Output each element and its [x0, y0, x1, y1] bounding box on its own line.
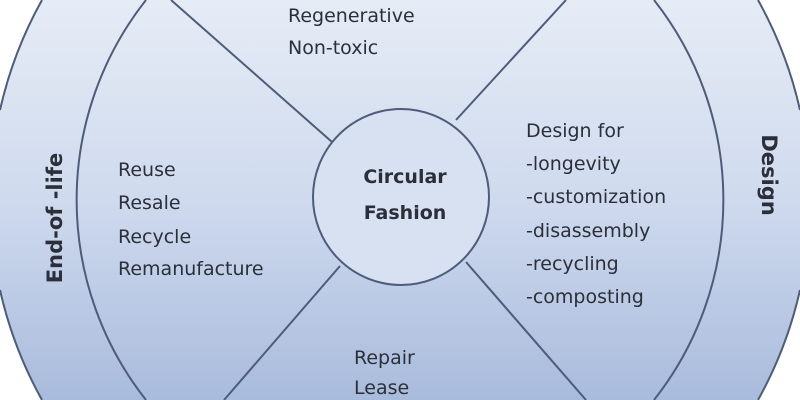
left-item: Recycle	[118, 226, 191, 248]
right-item: -composting	[526, 286, 644, 308]
bottom-item: Lease	[354, 377, 409, 399]
top-item: Non-toxic	[288, 37, 378, 59]
right-item: -customization	[526, 186, 666, 208]
center-title-line1: Circular	[363, 166, 447, 188]
top-segment: Regenerative Non-toxic	[288, 5, 415, 59]
right-segment: Design for -longevity -customization -di…	[526, 120, 666, 308]
divider-top-left	[170, 0, 333, 143]
top-item: Regenerative	[288, 5, 415, 27]
left-item: Reuse	[118, 159, 176, 181]
bottom-item: Repair	[354, 347, 415, 369]
right-item: -longevity	[526, 153, 621, 175]
inner-ring	[75, 0, 725, 400]
outer-label-end-of-life: End-of -life	[43, 153, 67, 283]
divider-top-right	[455, 0, 567, 121]
center-title-line2: Fashion	[364, 202, 447, 224]
right-item: -disassembly	[526, 220, 650, 242]
right-item: -recycling	[526, 253, 619, 275]
left-item: Resale	[118, 192, 181, 214]
divider-bottom-left	[223, 265, 341, 400]
outer-label-design: Design	[757, 134, 781, 215]
bottom-segment: Repair Lease	[354, 347, 415, 399]
center-circle	[312, 108, 490, 286]
left-item: Remanufacture	[118, 258, 264, 280]
right-item: Design for	[526, 120, 624, 142]
divider-bottom-right	[465, 261, 587, 400]
left-segment: Reuse Resale Recycle Remanufacture	[118, 159, 264, 280]
